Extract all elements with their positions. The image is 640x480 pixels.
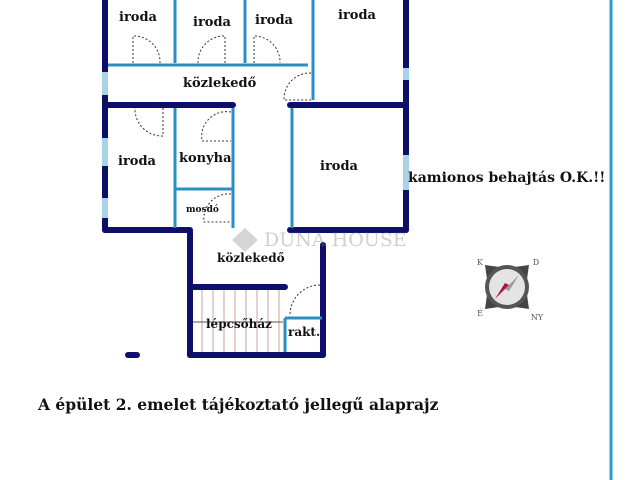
watermark: DUNA HOUSE (232, 228, 407, 252)
compass-label: NY (531, 313, 544, 322)
room-label-rakt: rakt. (288, 325, 320, 339)
compass-icon: K D É NY (477, 258, 544, 322)
watermark-text: DUNA HOUSE (264, 229, 407, 251)
inner-walls (108, 0, 322, 352)
room-label-kozlekedo: közlekedő (183, 76, 257, 91)
plan-caption: A épület 2. emelet tájékoztató jellegű a… (38, 395, 439, 414)
compass-label: D (533, 258, 539, 267)
room-label-kozlekedo-lower: közlekedő (217, 251, 285, 265)
room-label-iroda: iroda (118, 154, 157, 169)
doors (132, 35, 321, 316)
windows (102, 68, 409, 218)
room-label-konyha: konyha (179, 151, 232, 166)
note-text: kamionos behajtás O.K.!! (408, 170, 606, 186)
stairs (193, 290, 283, 352)
room-label-iroda: iroda (338, 8, 377, 23)
room-label-mosdo: mosdó (186, 204, 219, 215)
room-label-iroda: iroda (255, 13, 294, 28)
room-label-lepcsohaz: lépcsőház (206, 317, 272, 331)
compass-label: É (477, 309, 483, 318)
compass-label: K (477, 258, 484, 267)
room-label-iroda: iroda (320, 159, 359, 174)
room-label-iroda: iroda (119, 10, 158, 25)
outer-walls (102, 0, 409, 358)
room-label-iroda: iroda (193, 15, 232, 30)
